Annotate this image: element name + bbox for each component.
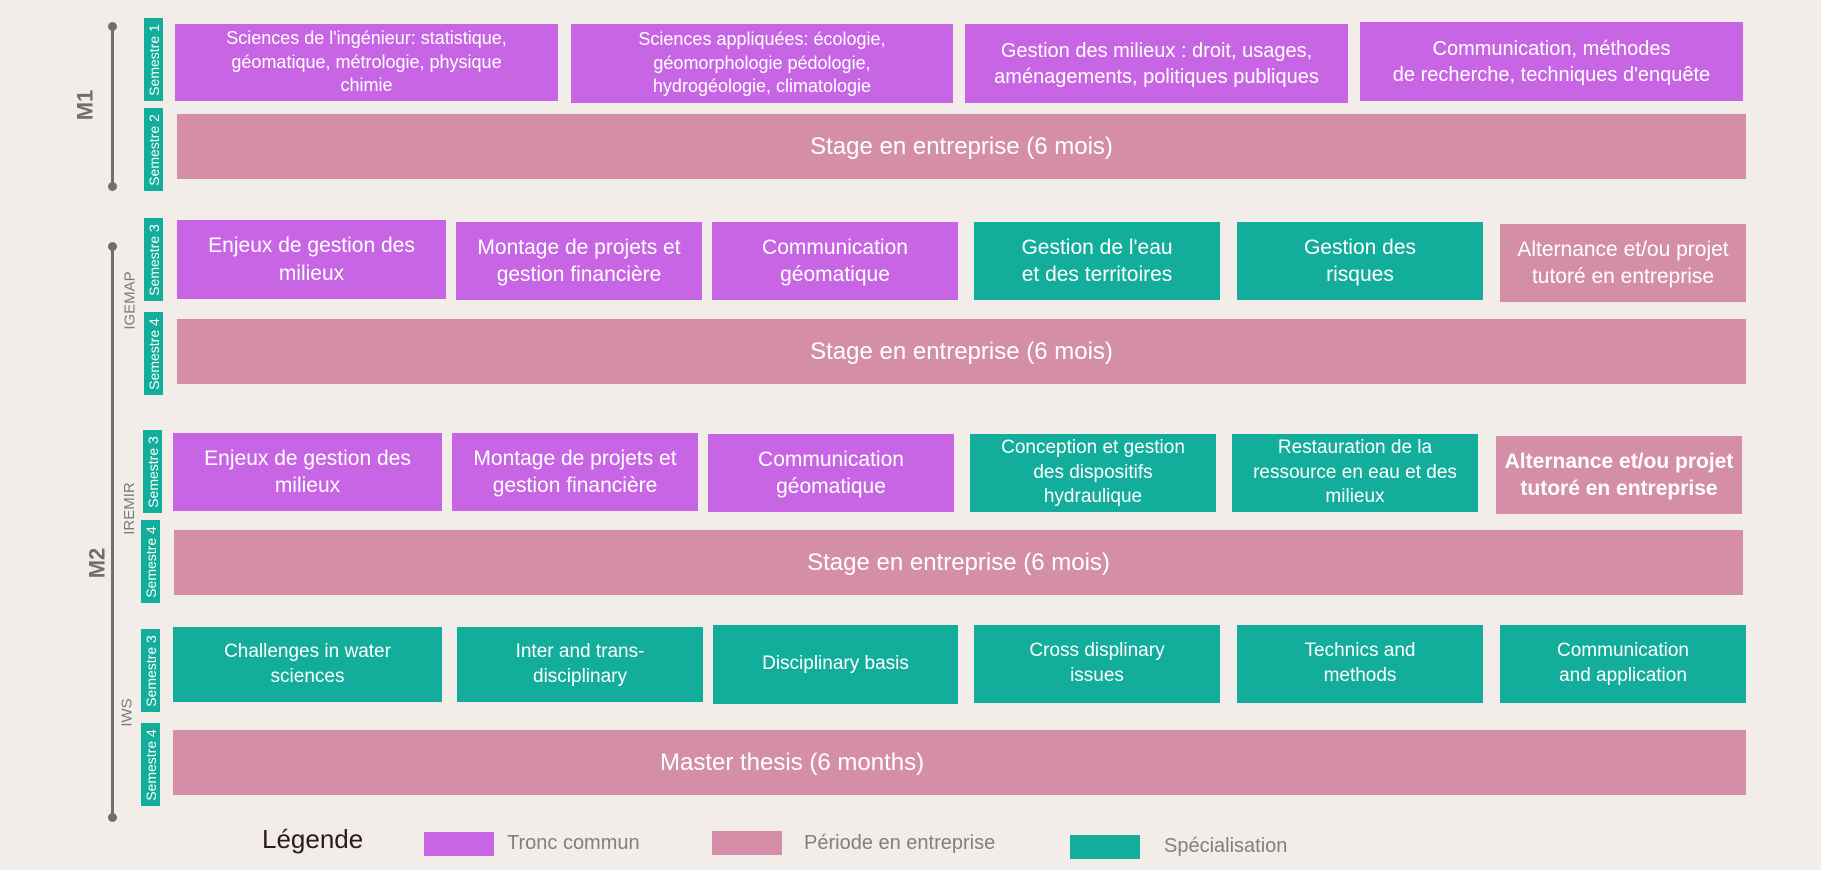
m1-module-communication-methodes: Communication, méthodes de recherche, te… xyxy=(1360,22,1743,101)
iws-semestre-3-label: Semestre 3 xyxy=(141,629,160,712)
igemap-module-communication: Communication géomatique xyxy=(712,222,958,300)
legend-swatch-periode-entreprise xyxy=(712,831,782,855)
m1-module-sciences-ingenieur: Sciences de l'ingénieur: statistique, gé… xyxy=(175,24,558,101)
legend-swatch-tronc-commun xyxy=(424,832,494,856)
iremir-module-restauration: Restauration de la ressource en eau et d… xyxy=(1232,434,1478,512)
legend-label-periode-entreprise: Période en entreprise xyxy=(804,832,996,854)
igemap-semestre-4-label: Semestre 4 xyxy=(144,312,163,395)
iws-module-inter-trans: Inter and trans- disciplinary xyxy=(457,627,703,702)
iws-module-challenges: Challenges in water sciences xyxy=(173,627,442,702)
iremir-module-communication: Communication géomatique xyxy=(708,434,954,512)
legend-title: Légende xyxy=(262,824,364,854)
igemap-track-label: IGEMAP xyxy=(121,270,139,330)
iremir-track-label: IREMIR xyxy=(120,481,138,535)
m1-timeline-line xyxy=(111,26,114,186)
iws-semestre-4-label: Semestre 4 xyxy=(141,723,160,806)
igemap-module-enjeux: Enjeux de gestion des milieux xyxy=(177,220,446,299)
legend-swatch-specialisation xyxy=(1070,835,1140,859)
iws-module-technics-methods: Technics and methods xyxy=(1237,625,1483,703)
iws-track-label: IWS xyxy=(118,697,136,727)
iremir-module-montage: Montage de projets et gestion financière xyxy=(452,433,698,511)
igemap-module-montage: Montage de projets et gestion financière xyxy=(456,222,702,300)
m1-label: M1 xyxy=(72,89,97,121)
m2-timeline-dot-top xyxy=(108,242,117,251)
m1-semestre-1-label: Semestre 1 xyxy=(144,18,163,101)
m2-timeline-dot-bottom xyxy=(108,813,117,822)
iws-module-communication: Communication and application xyxy=(1500,625,1746,703)
legend-label-tronc-commun: Tronc commun xyxy=(507,832,640,854)
igemap-module-alternance: Alternance et/ou projet tutoré en entrep… xyxy=(1500,224,1746,302)
iremir-semestre-4-label: Semestre 4 xyxy=(141,520,160,603)
m2-timeline-line xyxy=(111,246,114,818)
iremir-module-conception: Conception et gestion des dispositifs hy… xyxy=(970,434,1216,512)
igemap-module-gestion-eau: Gestion de l'eau et des territoires xyxy=(974,222,1220,300)
m1-stage-entreprise: Stage en entreprise (6 mois) xyxy=(177,114,1746,179)
iremir-module-alternance: Alternance et/ou projet tutoré en entrep… xyxy=(1496,436,1742,514)
m1-semestre-2-label: Semestre 2 xyxy=(144,108,163,191)
iws-module-cross-disciplinary: Cross displinary issues xyxy=(974,625,1220,703)
m1-timeline-dot-top xyxy=(108,22,117,31)
iremir-semestre-3-label: Semestre 3 xyxy=(143,430,162,513)
igemap-module-gestion-risques: Gestion des risques xyxy=(1237,222,1483,300)
igemap-stage-entreprise: Stage en entreprise (6 mois) xyxy=(177,319,1746,384)
iremir-module-enjeux: Enjeux de gestion des milieux xyxy=(173,433,442,511)
m2-label: M2 xyxy=(84,547,109,579)
m1-module-gestion-milieux: Gestion des milieux : droit, usages, amé… xyxy=(965,24,1348,103)
m1-timeline-dot-bottom xyxy=(108,182,117,191)
legend-label-specialisation: Spécialisation xyxy=(1164,835,1288,857)
iremir-stage-entreprise: Stage en entreprise (6 mois) xyxy=(174,530,1743,595)
iws-module-disciplinary-basis: Disciplinary basis xyxy=(713,625,958,704)
iws-master-thesis: Master thesis (6 months) xyxy=(173,730,1746,795)
m1-module-sciences-appliquees: Sciences appliquées: écologie, géomorpho… xyxy=(571,24,953,103)
igemap-semestre-3-label: Semestre 3 xyxy=(144,218,163,301)
